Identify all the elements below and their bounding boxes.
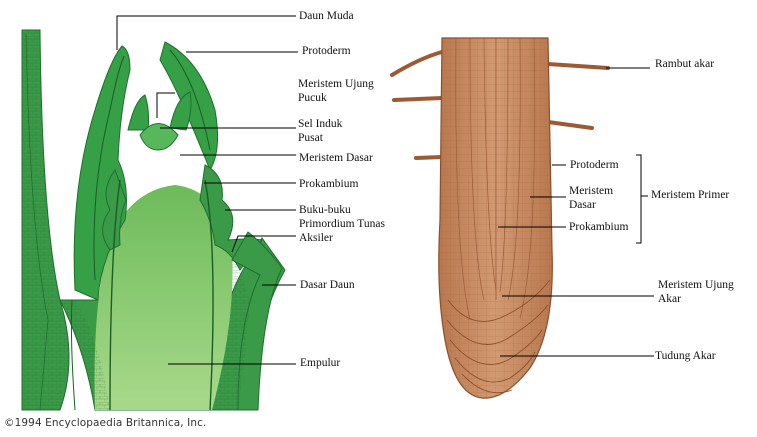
label-rambut-akar: Rambut akar [655, 58, 715, 70]
shoot-leader-lines [116, 15, 298, 365]
label-sel-induk-2: Pusat [298, 132, 323, 144]
root-apex [390, 37, 610, 399]
label-meristem-dasar-shoot: Meristem Dasar [299, 152, 373, 164]
apical-dome [139, 123, 179, 151]
young-leaf-left [73, 45, 131, 301]
label-buku-1: Buku-buku [299, 204, 351, 216]
label-prokambium-root: Prokambium [569, 221, 629, 233]
label-meristem-dasar-root-2: Dasar [569, 199, 596, 211]
label-meristem-ujung-pucuk-2: Pucuk [298, 92, 327, 104]
label-meristem-ujung-akar-2: Akar [658, 293, 681, 305]
shoot-apex [21, 29, 286, 411]
label-dasar-daun: Dasar Daun [300, 279, 355, 291]
label-meristem-dasar-root-1: Meristem [569, 185, 614, 197]
label-daun-muda: Daun Muda [299, 10, 354, 22]
root-leader-lines [498, 67, 654, 357]
label-protoderm-root: Protoderm [570, 159, 619, 171]
copyright-credit: ©1994 Encyclopaedia Britannica, Inc. [4, 417, 207, 429]
label-meristem-ujung-pucuk-1: Meristem Ujung [298, 78, 374, 90]
label-sel-induk-1: Sel Induk [298, 118, 343, 130]
label-meristem-ujung-akar-1: Meristem Ujung [658, 279, 734, 291]
pith [94, 185, 233, 410]
label-empulur: Empulur [300, 357, 341, 369]
label-prokambium-shoot: Prokambium [299, 178, 359, 190]
label-tudung-akar: Tudung Akar [655, 350, 716, 362]
label-buku-2: Primordium Tunas [299, 218, 385, 230]
label-buku-3: Aksiler [299, 232, 333, 244]
label-protoderm-shoot: Protoderm [302, 45, 351, 57]
label-meristem-primer: Meristem Primer [651, 189, 730, 201]
